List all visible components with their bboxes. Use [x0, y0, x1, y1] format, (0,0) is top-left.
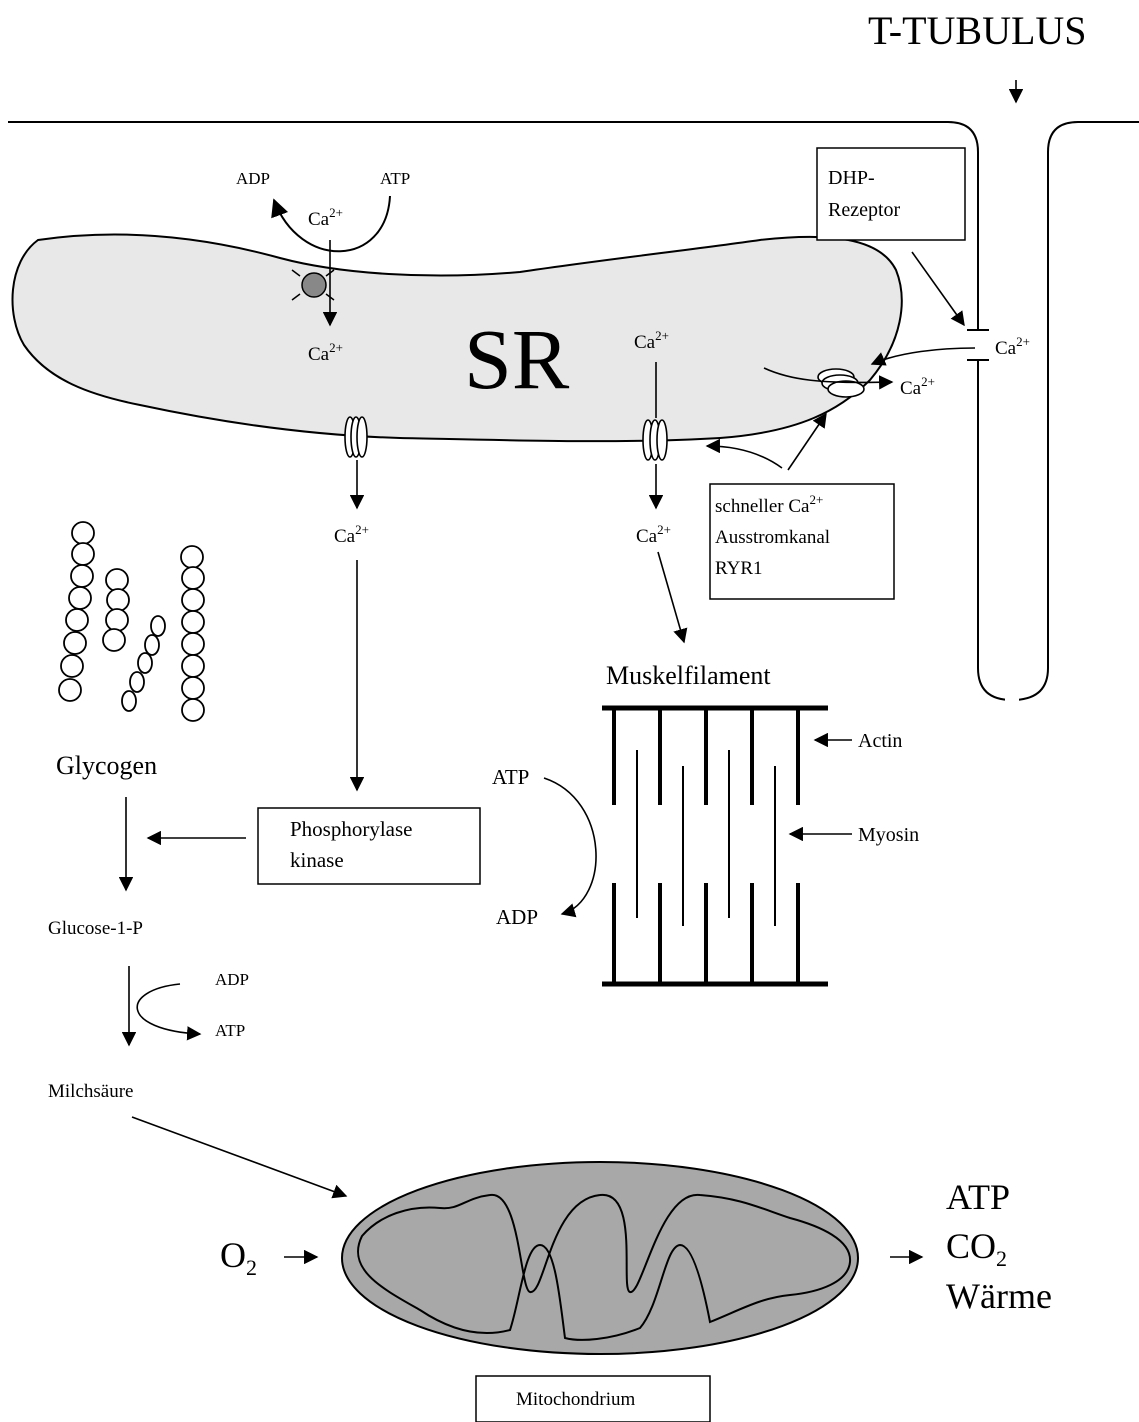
glucose-label: Glucose-1-P	[48, 918, 143, 939]
serca-atp-label: ATP	[380, 169, 410, 188]
ryr1-arrow-left	[707, 446, 782, 468]
dhp-receptor-line2: Rezeptor	[828, 199, 901, 221]
sr-label: SR	[464, 311, 570, 407]
actin-label: Actin	[858, 730, 902, 752]
ryr1-line2: Ausstromkanal	[715, 527, 830, 548]
dhp-arrow	[912, 252, 964, 325]
t-tubulus-membrane	[978, 122, 1139, 700]
glycogen-chains-icon	[59, 522, 204, 721]
serca-ca-label: Ca2+	[308, 205, 343, 230]
filament-adp-label: ADP	[496, 905, 538, 929]
glycolysis-adp-label: ADP	[215, 970, 249, 989]
glycolysis-atp-label: ATP	[215, 1021, 245, 1040]
title: T-TUBULUS	[868, 8, 1087, 53]
lactate-to-mito-arrow	[132, 1117, 346, 1196]
o2-label: O2	[220, 1235, 257, 1280]
myosin-label: Myosin	[858, 824, 919, 846]
glycogen-label: Glycogen	[56, 751, 157, 780]
mitochondrium-label: Mitochondrium	[516, 1389, 635, 1410]
ca-to-filament-arrow	[658, 552, 684, 642]
sarcoplasmic-reticulum	[12, 234, 901, 441]
phosphorylase-line1: Phosphorylase	[290, 817, 413, 841]
filament-atp-label: ATP	[492, 765, 529, 789]
dhp-receptor-line1: DHP-	[828, 167, 875, 189]
ryr1-line3: RYR1	[715, 558, 763, 579]
release-channel-right-icon	[643, 420, 667, 460]
ryr1-line1: schneller Ca2+	[715, 492, 823, 517]
serca-pump-icon	[302, 273, 326, 297]
cytosol-ca-right: Ca2+	[636, 522, 671, 547]
output-atp-label: ATP	[946, 1177, 1010, 1217]
ryr-ca-label: Ca2+	[900, 374, 935, 399]
cytosol-ca-left: Ca2+	[334, 522, 369, 547]
muskelfilament-label: Muskelfilament	[606, 661, 771, 690]
dhp-receptor-box	[817, 148, 965, 240]
milchsaeure-label: Milchsäure	[48, 1081, 133, 1102]
output-co2-label: CO2	[946, 1226, 1007, 1271]
phosphorylase-line2: kinase	[290, 848, 344, 872]
serca-adp-label: ADP	[236, 169, 270, 188]
filament-atp-arc	[544, 778, 596, 914]
tubule-ca-label: Ca2+	[995, 334, 1030, 359]
output-waerme-label: Wärme	[946, 1276, 1052, 1316]
release-channel-left-icon	[345, 417, 367, 457]
glycolysis-atp-arc	[137, 984, 200, 1034]
sarcomere-icon	[602, 708, 828, 984]
